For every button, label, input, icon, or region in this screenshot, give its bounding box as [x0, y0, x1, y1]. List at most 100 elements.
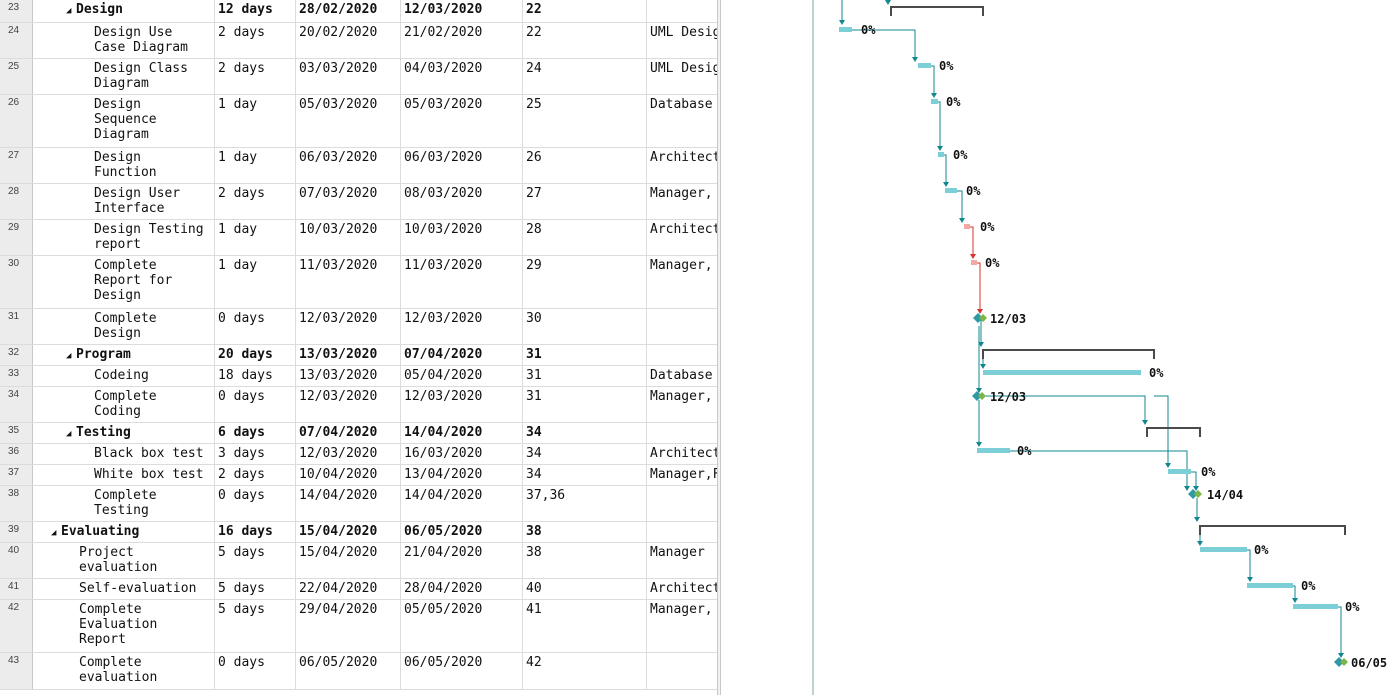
finish-cell[interactable]: 21/04/2020 — [401, 543, 523, 578]
predecessors-cell[interactable]: 31 — [523, 366, 647, 386]
start-cell[interactable]: 12/03/2020 — [296, 387, 401, 422]
resource-names-cell[interactable] — [647, 0, 717, 22]
start-cell[interactable]: 28/02/2020 — [296, 0, 401, 22]
task-name-cell[interactable]: Complete Design — [33, 309, 215, 344]
resource-names-cell[interactable]: Manager,F — [650, 467, 717, 482]
duration-cell[interactable]: 12 days — [215, 0, 296, 22]
row-number[interactable]: 24 — [0, 23, 33, 58]
predecessors-cell[interactable]: 37,36 — [523, 486, 647, 521]
predecessors-cell[interactable]: 31 — [523, 387, 647, 422]
task-name-cell[interactable]: Design Class Diagram — [33, 59, 215, 94]
finish-cell[interactable]: 05/05/2020 — [401, 600, 523, 652]
resource-names-cell[interactable] — [647, 522, 717, 542]
duration-cell[interactable]: 2 days — [215, 23, 296, 58]
row-number[interactable]: 28 — [0, 184, 33, 219]
duration-cell[interactable]: 1 day — [215, 148, 296, 183]
predecessors-cell[interactable]: 25 — [523, 95, 647, 147]
row-number[interactable]: 30 — [0, 256, 33, 308]
resource-names-cell[interactable]: Architect Manager,F — [650, 150, 717, 165]
duration-cell[interactable]: 5 days — [215, 600, 296, 652]
task-name-cell[interactable]: Design Use Case Diagram — [33, 23, 215, 58]
resource-names-cell[interactable]: Architect — [650, 446, 717, 461]
row-number[interactable]: 27 — [0, 148, 33, 183]
start-cell[interactable]: 06/05/2020 — [296, 653, 401, 689]
resource-names-cell[interactable] — [647, 486, 717, 521]
duration-cell[interactable]: 5 days — [215, 579, 296, 599]
resource-names-cell[interactable]: Manager, Recorder — [650, 258, 717, 273]
resource-names-cell[interactable]: Database — [650, 368, 713, 383]
row-number[interactable]: 37 — [0, 465, 33, 485]
row-number[interactable]: 43 — [0, 653, 33, 689]
task-name-cell[interactable]: Complete Testing — [33, 486, 215, 521]
start-cell[interactable]: 22/04/2020 — [296, 579, 401, 599]
finish-cell[interactable]: 08/03/2020 — [401, 184, 523, 219]
finish-cell[interactable]: 12/03/2020 — [401, 0, 523, 22]
resource-names-cell[interactable]: Manager, Recorder — [650, 389, 717, 404]
resource-names-cell[interactable] — [647, 345, 717, 365]
predecessors-cell[interactable]: 41 — [523, 600, 647, 652]
start-cell[interactable]: 12/03/2020 — [296, 309, 401, 344]
start-cell[interactable]: 20/02/2020 — [296, 23, 401, 58]
finish-cell[interactable]: 11/03/2020 — [401, 256, 523, 308]
predecessors-cell[interactable]: 40 — [523, 579, 647, 599]
task-name-cell[interactable]: Codeing — [33, 366, 215, 386]
resource-names-cell[interactable]: UML Design Architect — [650, 25, 717, 40]
start-cell[interactable]: 05/03/2020 — [296, 95, 401, 147]
collapse-triangle-icon[interactable]: ◢ — [66, 429, 72, 439]
predecessors-cell[interactable]: 34 — [523, 465, 647, 485]
resource-names-cell[interactable] — [647, 309, 717, 344]
finish-cell[interactable]: 06/05/2020 — [401, 653, 523, 689]
task-name-cell[interactable]: Complete Coding — [33, 387, 215, 422]
row-number[interactable]: 34 — [0, 387, 33, 422]
start-cell[interactable]: 03/03/2020 — [296, 59, 401, 94]
row-number[interactable]: 33 — [0, 366, 33, 386]
row-number[interactable]: 26 — [0, 95, 33, 147]
row-number[interactable]: 38 — [0, 486, 33, 521]
task-name-cell[interactable]: Complete Report for Design — [33, 256, 215, 308]
predecessors-cell[interactable]: 22 — [523, 0, 647, 22]
start-cell[interactable]: 13/03/2020 — [296, 366, 401, 386]
duration-cell[interactable]: 2 days — [215, 59, 296, 94]
pane-splitter[interactable] — [717, 0, 721, 695]
collapse-triangle-icon[interactable]: ◢ — [66, 351, 72, 361]
finish-cell[interactable]: 07/04/2020 — [401, 345, 523, 365]
task-name-cell[interactable]: Design User Interface — [33, 184, 215, 219]
task-name-cell[interactable]: ◢Design — [33, 0, 215, 22]
duration-cell[interactable]: 0 days — [215, 653, 296, 689]
predecessors-cell[interactable]: 34 — [523, 444, 647, 464]
task-name-cell[interactable]: ◢Evaluating — [33, 522, 215, 542]
finish-cell[interactable]: 28/04/2020 — [401, 579, 523, 599]
collapse-triangle-icon[interactable]: ◢ — [51, 528, 57, 538]
start-cell[interactable]: 10/04/2020 — [296, 465, 401, 485]
finish-cell[interactable]: 05/03/2020 — [401, 95, 523, 147]
row-number[interactable]: 32 — [0, 345, 33, 365]
duration-cell[interactable]: 18 days — [215, 366, 296, 386]
duration-cell[interactable]: 20 days — [215, 345, 296, 365]
finish-cell[interactable]: 16/03/2020 — [401, 444, 523, 464]
start-cell[interactable]: 06/03/2020 — [296, 148, 401, 183]
row-number[interactable]: 25 — [0, 59, 33, 94]
task-name-cell[interactable]: ◢Testing — [33, 423, 215, 443]
predecessors-cell[interactable]: 42 — [523, 653, 647, 689]
finish-cell[interactable]: 12/03/2020 — [401, 387, 523, 422]
duration-cell[interactable]: 2 days — [215, 465, 296, 485]
finish-cell[interactable]: 05/04/2020 — [401, 366, 523, 386]
start-cell[interactable]: 15/04/2020 — [296, 543, 401, 578]
start-cell[interactable]: 29/04/2020 — [296, 600, 401, 652]
start-cell[interactable]: 14/04/2020 — [296, 486, 401, 521]
finish-cell[interactable]: 06/05/2020 — [401, 522, 523, 542]
finish-cell[interactable]: 10/03/2020 — [401, 220, 523, 255]
resource-names-cell[interactable]: Database administr Hardware install — [650, 97, 717, 112]
resource-names-cell[interactable]: UML Design Architect — [650, 61, 717, 76]
